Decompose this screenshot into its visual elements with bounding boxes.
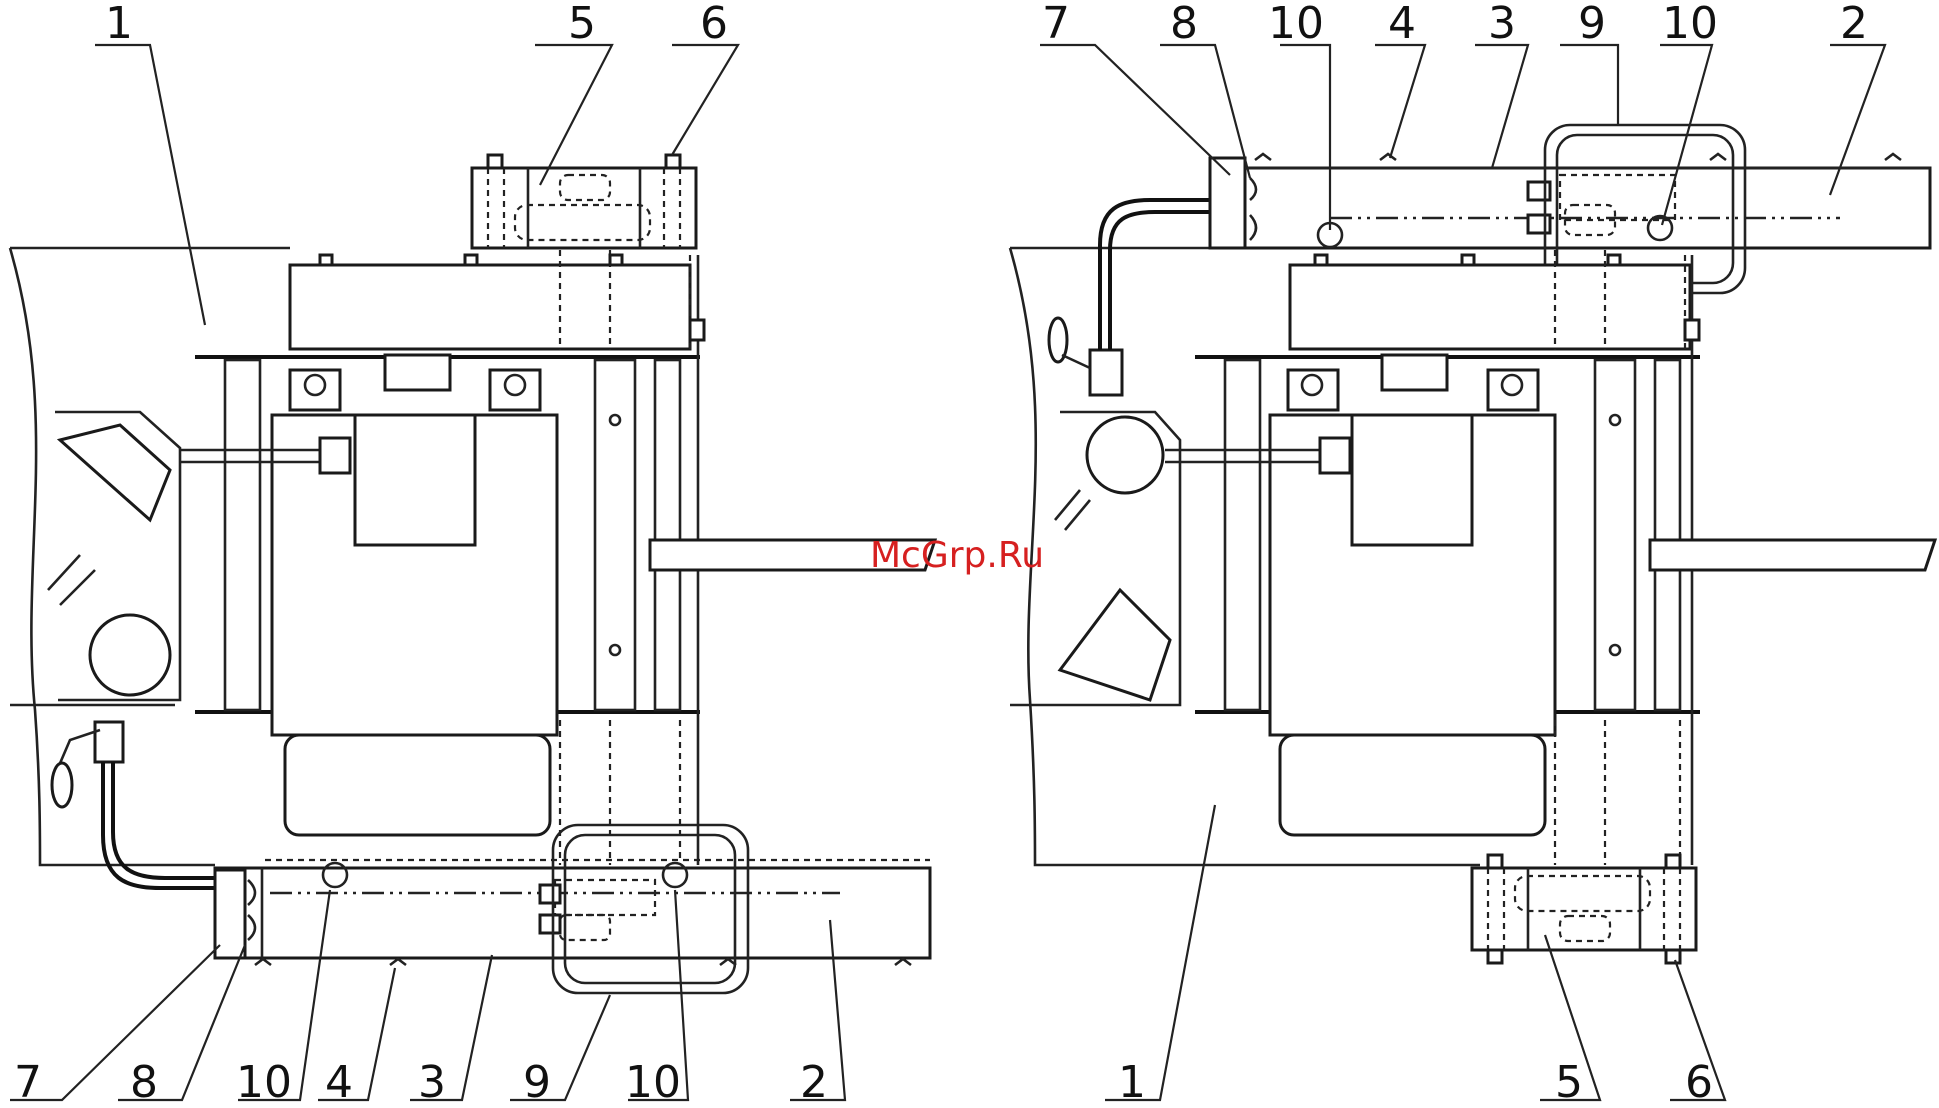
right-callout-2: 2 (1840, 0, 1868, 49)
left-callout-1: 1 (105, 0, 133, 49)
left-upper-plate (290, 265, 690, 349)
left-round-knob (90, 615, 170, 695)
watermark-text: McGrp.Ru (870, 535, 1044, 576)
right-side-bracket (1650, 540, 1935, 570)
left-appliance-body (10, 248, 290, 865)
right-callout-4: 4 (1388, 0, 1416, 49)
left-panel-slot (48, 555, 95, 605)
left-motor (272, 355, 557, 835)
left-callout-4: 4 (325, 1057, 353, 1108)
right-panel-wedge (1060, 590, 1170, 700)
right-view: 7 8 10 4 3 9 10 2 1 5 6 (1010, 0, 1935, 1108)
left-callout-9: 9 (523, 1057, 551, 1108)
right-motor (1270, 355, 1555, 835)
right-round-knob (1087, 417, 1163, 493)
left-callout-8: 8 (130, 1057, 158, 1108)
right-burner-rail (1210, 154, 1930, 248)
right-callout-10b: 10 (1662, 0, 1718, 49)
left-view: 1 5 6 7 8 10 4 3 9 10 2 (10, 0, 935, 1108)
right-callout-7: 7 (1042, 0, 1070, 49)
left-callout-2: 2 (800, 1057, 828, 1108)
right-panel-slot (1055, 490, 1090, 530)
right-callout-9: 9 (1578, 0, 1606, 49)
right-callout-3: 3 (1488, 0, 1516, 49)
right-callout-5: 5 (1555, 1057, 1583, 1108)
right-callout-8: 8 (1170, 0, 1198, 49)
right-bottom-box (1472, 855, 1696, 963)
left-callout-10b: 10 (625, 1057, 681, 1108)
left-callout-3: 3 (418, 1057, 446, 1108)
left-callout-10a: 10 (236, 1057, 292, 1108)
right-callout-1: 1 (1118, 1057, 1146, 1108)
right-upper-plate (1290, 265, 1690, 349)
left-callout-7: 7 (14, 1057, 42, 1108)
left-callout-6: 6 (700, 0, 728, 49)
right-callout-10a: 10 (1268, 0, 1324, 49)
left-panel-wedge (60, 425, 170, 520)
left-callout-5: 5 (568, 0, 596, 49)
right-callout-6: 6 (1685, 1057, 1713, 1108)
left-top-box (472, 155, 696, 248)
